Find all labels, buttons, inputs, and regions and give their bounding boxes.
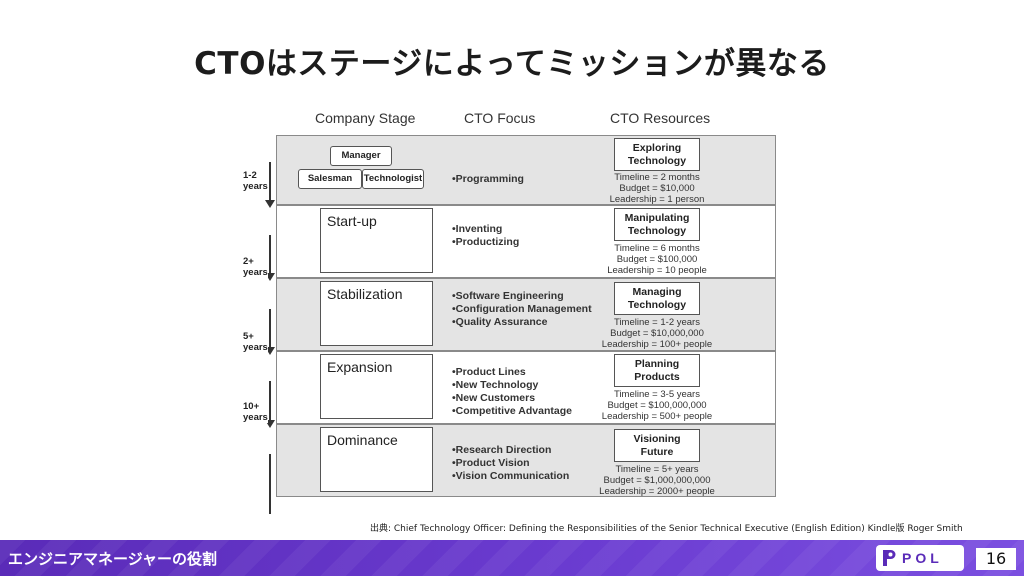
stage-dominance: Dominance: [320, 427, 433, 492]
focus-item: •Research Direction: [452, 444, 552, 456]
years-label: 5+ years: [243, 331, 268, 353]
resource-meta-5: Timeline = 5+ years Budget = $1,000,000,…: [599, 464, 715, 497]
stage-startup: Start-up: [320, 208, 433, 273]
resource-managing-technology: Managing Technology: [614, 282, 700, 315]
resource-exploring-technology: Exploring Technology: [614, 138, 700, 171]
timeline-segment: [269, 162, 271, 202]
header-cto-focus: CTO Focus: [464, 110, 536, 126]
focus-item: •Inventing: [452, 223, 503, 235]
focus-item: •Programming: [452, 173, 524, 185]
timeline-arrow-icon: [265, 200, 275, 208]
resource-meta-1: Timeline = 2 months Budget = $10,000 Lea…: [609, 172, 705, 205]
resource-manipulating-technology: Manipulating Technology: [614, 208, 700, 241]
focus-list-2: •Inventing •Productizing: [452, 223, 519, 249]
timeline-segment: [269, 309, 271, 349]
slide-title: CTOはステージによってミッションが異なる: [194, 46, 830, 82]
years-label: 1-2 years: [243, 170, 268, 192]
focus-list-5: •Research Direction •Product Vision •Vis…: [452, 444, 569, 483]
timeline-segment: [269, 381, 271, 422]
focus-item: •Product Lines: [452, 366, 526, 378]
footer-bar: エンジニアマネージャーの役割 POL: [0, 540, 1024, 576]
resource-meta-3: Timeline = 1-2 years Budget = $10,000,00…: [601, 317, 713, 350]
focus-item: •New Customers: [452, 392, 536, 404]
pol-logo: POL: [876, 545, 964, 571]
timeline-arrow-icon: [265, 420, 275, 428]
resource-planning-products: Planning Products: [614, 354, 700, 387]
technologist-box: Technologist: [362, 169, 424, 189]
focus-item: •Software Engineering: [452, 290, 564, 302]
header-company-stage: Company Stage: [315, 110, 416, 126]
years-label: 2+ years: [243, 256, 268, 278]
focus-item: •Quality Assurance: [452, 316, 548, 328]
focus-list-1: •Programming: [452, 173, 524, 186]
timeline-segment: [269, 454, 271, 514]
cto-stage-diagram: Company Stage CTO Focus CTO Resources Ma…: [240, 100, 780, 514]
manager-box: Manager: [330, 146, 392, 166]
focus-list-4: •Product Lines •New Technology •New Cust…: [452, 366, 572, 418]
pol-logo-icon: [883, 550, 896, 566]
stage-expansion: Expansion: [320, 354, 433, 419]
footer-title: エンジニアマネージャーの役割: [8, 550, 217, 568]
focus-item: •New Technology: [452, 379, 539, 391]
header-cto-resources: CTO Resources: [610, 110, 711, 126]
focus-item: •Competitive Advantage: [452, 405, 572, 417]
stage-stabilization: Stabilization: [320, 281, 433, 346]
timeline-arrow-icon: [265, 273, 275, 281]
logo-text: POL: [902, 550, 943, 566]
page-number: 16: [976, 548, 1016, 570]
focus-list-3: •Software Engineering •Configuration Man…: [452, 290, 592, 329]
timeline-arrow-icon: [265, 347, 275, 355]
timeline-segment: [269, 235, 271, 275]
footer-pattern: [0, 540, 1024, 576]
resource-visioning-future: Visioning Future: [614, 429, 700, 462]
focus-item: •Productizing: [452, 236, 520, 248]
focus-item: •Configuration Management: [452, 303, 592, 315]
focus-item: •Vision Communication: [452, 470, 570, 482]
resource-meta-2: Timeline = 6 months Budget = $100,000 Le…: [607, 243, 707, 276]
salesman-box: Salesman: [298, 169, 362, 189]
source-citation: 出典: Chief Technology Officer: Defining t…: [370, 524, 963, 534]
years-label: 10+ years: [243, 401, 268, 423]
focus-item: •Product Vision: [452, 457, 530, 469]
resource-meta-4: Timeline = 3-5 years Budget = $100,000,0…: [601, 389, 713, 422]
